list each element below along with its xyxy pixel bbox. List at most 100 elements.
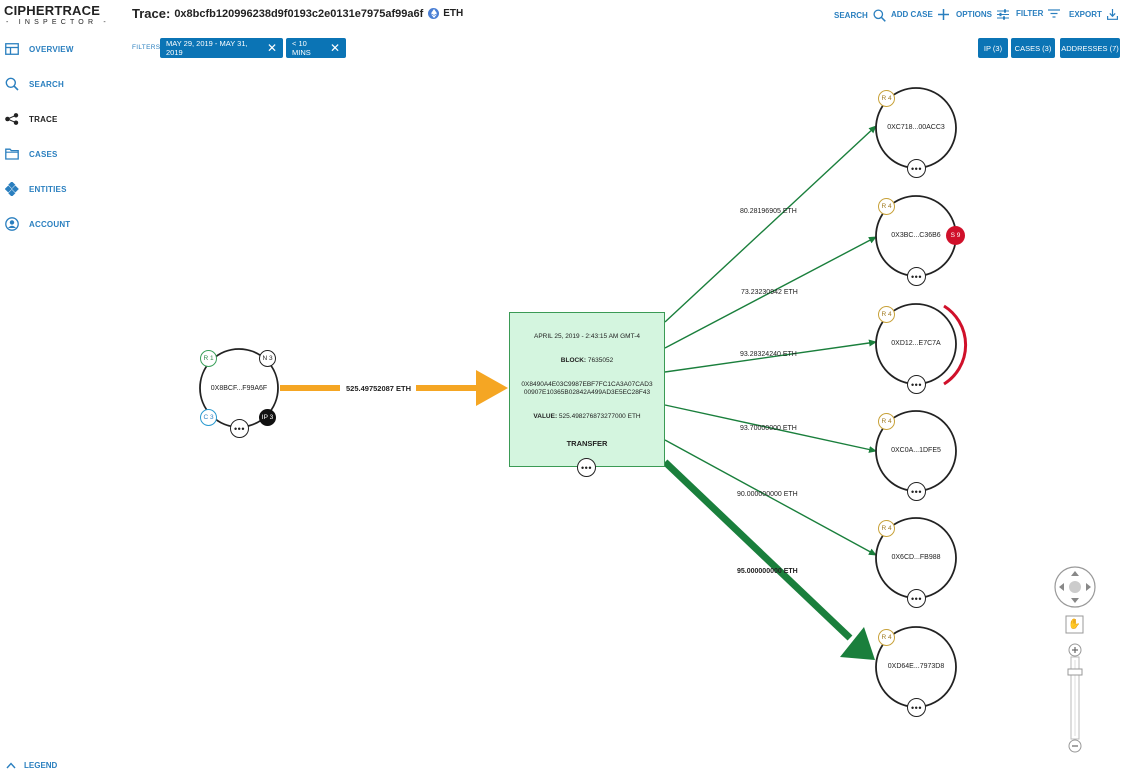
overview-icon: [4, 41, 20, 57]
filters-label: FILTERS:: [132, 44, 163, 51]
title-prefix: Trace:: [132, 6, 171, 21]
filter-action[interactable]: FILTER: [1016, 9, 1061, 18]
entities-icon: [4, 181, 20, 197]
sliders-icon: [997, 9, 1010, 20]
options-label: OPTIONS: [956, 10, 993, 19]
main-flow-amount: 525.49752087 ETH: [346, 384, 412, 393]
search-action[interactable]: SEARCH: [834, 9, 886, 22]
addresses-button[interactable]: ADDRESSES (7): [1060, 38, 1120, 58]
transaction-box[interactable]: APRIL 25, 2019 - 2:43:15 AM GMT-4 BLOCK:…: [509, 312, 665, 467]
sidebar-item-trace[interactable]: TRACE: [4, 111, 58, 127]
zoom-slider[interactable]: [1068, 657, 1082, 739]
more-options-icon[interactable]: •••: [230, 419, 249, 438]
sidebar-item-account[interactable]: ACCOUNT: [4, 216, 70, 232]
account-icon: [4, 216, 20, 232]
risk-badge[interactable]: R 4: [878, 198, 895, 215]
tx-value-amount: 525.498276873277000 ETH: [558, 413, 641, 420]
legend-label: LEGEND: [24, 760, 58, 770]
sidebar-item-entities[interactable]: ENTITIES: [4, 181, 67, 197]
tx-value-label: VALUE:: [533, 413, 558, 420]
c-badge[interactable]: C 3: [200, 409, 217, 426]
page-title: Trace: 0x8bcfb120996238d9f0193c2e0131e79…: [132, 6, 463, 21]
search-icon: [873, 9, 886, 22]
sidebar-item-label: ACCOUNT: [29, 219, 71, 229]
options-action[interactable]: OPTIONS: [956, 9, 1010, 20]
tx-value: VALUE: 525.498276873277000 ETH: [510, 413, 664, 420]
legend-toggle[interactable]: LEGEND: [6, 756, 57, 774]
target-node-label: 0X6CD...FB988: [891, 554, 941, 561]
logo-main-text: CIPHERTRACE: [4, 3, 101, 18]
filter-chip-date-range[interactable]: MAY 29, 2019 - MAY 31, 2019 ✕: [160, 38, 283, 58]
risk-badge[interactable]: R 1: [200, 350, 217, 367]
currency-label: ETH: [443, 8, 464, 19]
target-node-label: 0XD12...E7C7A: [891, 340, 941, 347]
zoom-out-button[interactable]: [1069, 740, 1081, 752]
ip-button[interactable]: IP (3): [978, 38, 1008, 58]
hand-tool-icon[interactable]: ✋: [1068, 619, 1081, 630]
pan-control[interactable]: [1055, 567, 1095, 607]
risk-badge[interactable]: R 4: [878, 629, 895, 646]
source-node-label: 0X8BCF...F99A6F: [210, 385, 268, 392]
tx-hash-line-2: 00907E10365B02842A499AD3E5EC28F43: [523, 389, 651, 396]
edge-amount-3: 93.28324240 ETH: [740, 351, 797, 358]
risk-badge[interactable]: R 4: [878, 90, 895, 107]
tx-block-value: 7635052: [587, 357, 614, 364]
more-options-icon[interactable]: •••: [577, 458, 596, 477]
zoom-in-button[interactable]: [1069, 644, 1081, 656]
search-icon: [4, 76, 20, 92]
ip-badge[interactable]: IP 3: [259, 409, 276, 426]
edge-amount-2: 73.23230942 ETH: [741, 289, 798, 296]
close-icon[interactable]: ✕: [266, 41, 277, 55]
filter-chip-time[interactable]: < 10 MINS ✕: [286, 38, 346, 58]
risk-badge[interactable]: R 4: [878, 413, 895, 430]
close-icon[interactable]: ✕: [329, 41, 340, 55]
ethereum-icon: [428, 8, 440, 19]
sidebar-item-label: OVERVIEW: [29, 44, 74, 54]
trace-hash: 0x8bcfb120996238d9f0193c2e0131e7975af99a…: [174, 7, 424, 20]
filter-chip-label: < 10 MINS: [292, 39, 311, 57]
search-action-label: SEARCH: [834, 11, 868, 20]
edge-amount-1: 80.28196905 ETH: [740, 208, 797, 215]
more-options-icon[interactable]: •••: [907, 375, 926, 394]
export-action[interactable]: EXPORT: [1069, 9, 1118, 20]
filter-label: FILTER: [1016, 9, 1044, 18]
sidebar-item-search[interactable]: SEARCH: [4, 76, 64, 92]
sidebar-item-cases[interactable]: CASES: [4, 146, 58, 162]
sidebar-item-label: TRACE: [29, 114, 58, 124]
more-options-icon[interactable]: •••: [907, 482, 926, 501]
more-options-icon[interactable]: •••: [907, 267, 926, 286]
cases-button[interactable]: CASES (3): [1011, 38, 1055, 58]
tx-hash-line-1: 0X8490A4E03C9987EBF7FC1CA3A07CAD3: [521, 381, 653, 388]
filter-lines-icon: [1048, 9, 1061, 18]
ciphertrace-logo[interactable]: CIPHERTRACE - INSPECTOR -: [4, 3, 110, 26]
tx-date: APRIL 25, 2019 - 2:43:15 AM GMT-4: [534, 333, 640, 340]
sidebar: CIPHERTRACE - INSPECTOR - OVERVIEW SEARC…: [0, 0, 125, 770]
more-options-icon[interactable]: •••: [907, 698, 926, 717]
edge-amount-5: 90.000000000 ETH: [737, 491, 798, 498]
chevron-up-icon: [6, 756, 16, 774]
logo-sub-label: INSPECTOR: [18, 19, 98, 26]
sidebar-item-label: SEARCH: [29, 79, 64, 89]
target-node-label: 0XC0A...1DFE5: [891, 447, 941, 454]
trace-icon: [4, 111, 20, 127]
sidebar-item-label: ENTITIES: [29, 184, 67, 194]
tx-type: TRANSFER: [566, 439, 608, 448]
more-options-icon[interactable]: •••: [907, 159, 926, 178]
edge-6: [662, 459, 853, 641]
edge-amount-4: 93.70000000 ETH: [740, 425, 797, 432]
sidebar-item-label: CASES: [29, 149, 58, 159]
more-options-icon[interactable]: •••: [907, 589, 926, 608]
n-badge[interactable]: N 3: [259, 350, 276, 367]
risk-badge[interactable]: R 4: [878, 306, 895, 323]
risk-badge[interactable]: R 4: [878, 520, 895, 537]
add-case-label: ADD CASE: [891, 10, 933, 19]
edge-amount-6: 95.000000000 ETH: [737, 568, 798, 575]
sanctions-badge[interactable]: S 9: [946, 226, 965, 245]
tx-block-label: BLOCK:: [560, 357, 587, 364]
sidebar-item-overview[interactable]: OVERVIEW: [4, 41, 74, 57]
download-icon: [1106, 9, 1118, 20]
edge-6-arrowhead: [840, 627, 875, 660]
add-case-action[interactable]: ADD CASE: [891, 9, 949, 20]
target-node-label: 0XD64E...7973D8: [887, 663, 945, 670]
export-label: EXPORT: [1069, 10, 1102, 19]
